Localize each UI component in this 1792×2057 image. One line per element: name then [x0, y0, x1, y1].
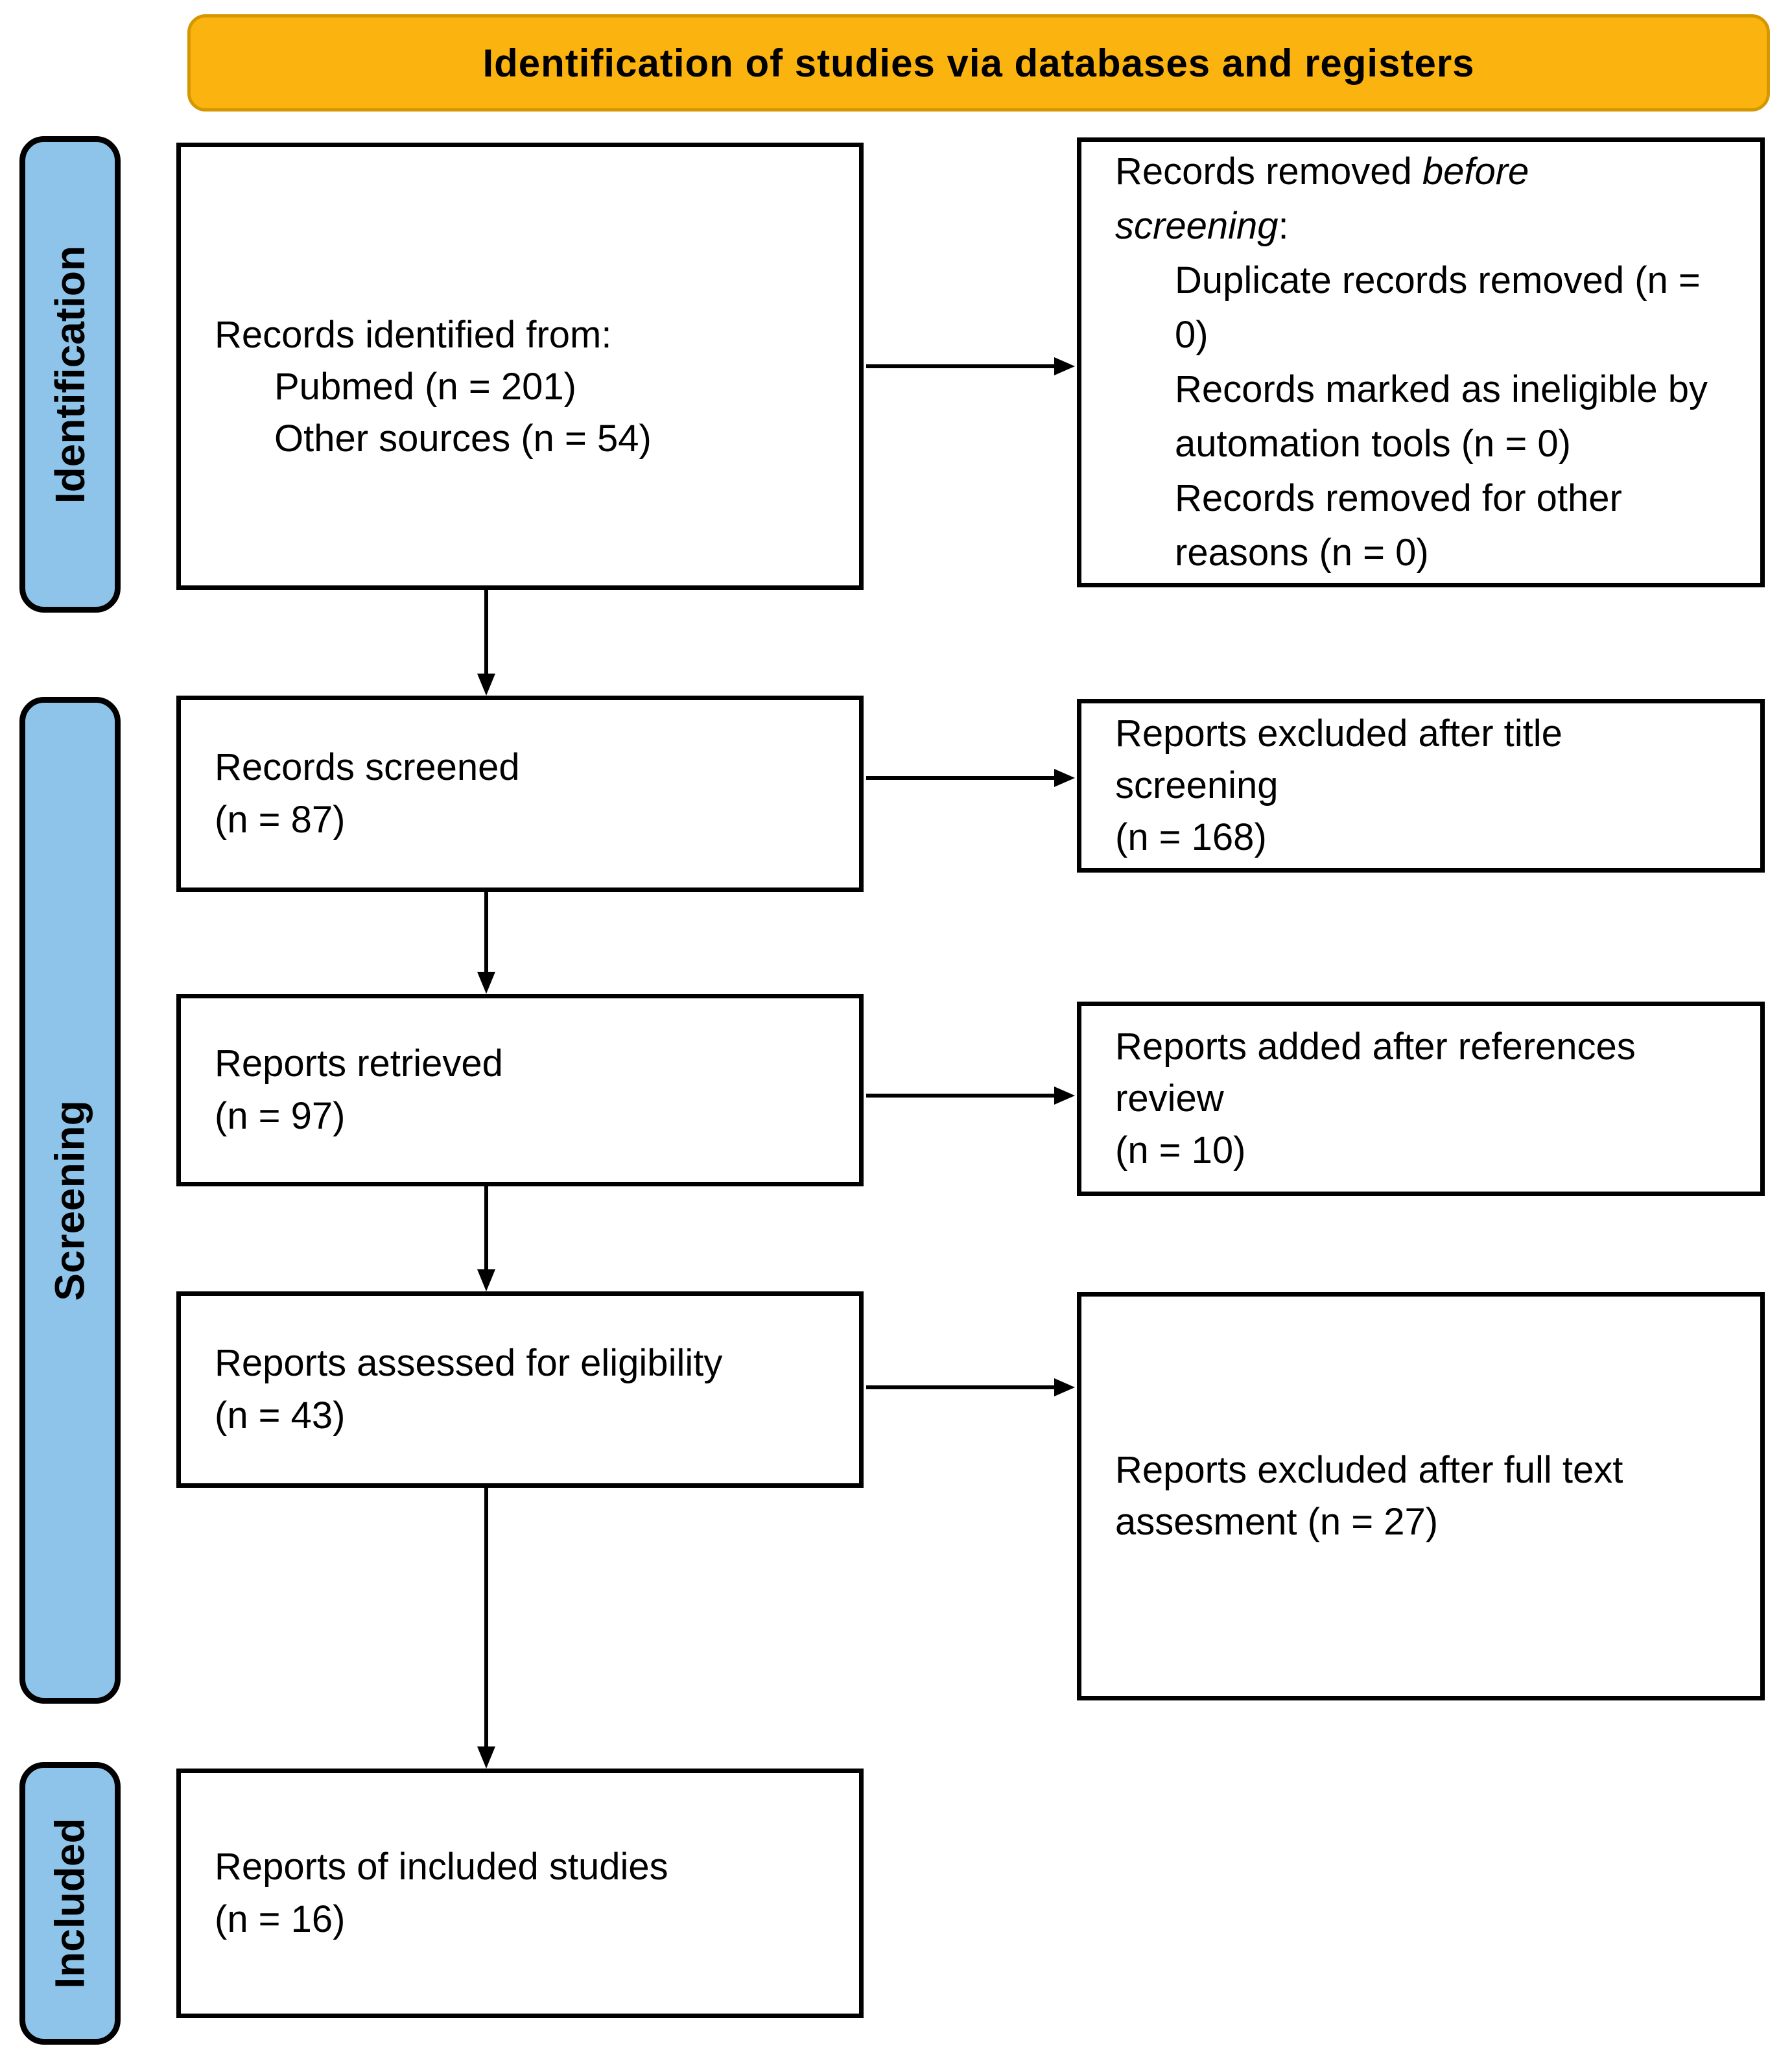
reports-included-label: Reports of included studies — [215, 1846, 668, 1888]
arrow-identified-to-removed-head-icon — [1054, 357, 1075, 375]
reports-assessed-count: (n = 43) — [215, 1394, 346, 1437]
stage-identification-label: Identification — [47, 245, 93, 504]
reports-included-box: Reports of included studies (n = 16) — [176, 1769, 864, 2018]
diagram-title: Identification of studies via databases … — [482, 41, 1475, 85]
reports-added-references-label: Reports added after references review — [1115, 1025, 1636, 1120]
reports-assessed-label: Reports assessed for eligibility — [215, 1342, 723, 1385]
stage-included-label: Included — [47, 1818, 93, 1989]
arrow-identified-to-screened-head-icon — [477, 674, 495, 696]
arrow-screened-to-excluded-head-icon — [1054, 769, 1075, 787]
records-removed-box: Records removed before screening: Duplic… — [1077, 137, 1765, 587]
stage-identification: Identification — [19, 136, 121, 613]
records-identified-source-pubmed: Pubmed (n = 201) — [274, 365, 576, 408]
arrow-screened-to-retrieved-line — [484, 892, 488, 972]
reports-added-references-count: (n = 10) — [1115, 1129, 1246, 1172]
arrow-retrieved-to-references-line — [866, 1094, 1058, 1098]
arrow-assessed-to-excluded-line — [866, 1385, 1058, 1389]
arrow-assessed-to-excluded-head-icon — [1054, 1378, 1075, 1396]
reports-added-references-box: Reports added after references review (n… — [1077, 1002, 1765, 1196]
records-identified-source-other: Other sources (n = 54) — [274, 417, 652, 460]
records-removed-item-other: Records removed for other reasons (n = 0… — [1175, 477, 1622, 574]
records-removed-item-duplicates: Duplicate records removed (n = 0) — [1175, 259, 1701, 356]
reports-excluded-title-label: Reports excluded after title screening — [1115, 712, 1562, 806]
reports-retrieved-box: Reports retrieved (n = 97) — [176, 994, 864, 1186]
arrow-screened-to-retrieved-head-icon — [477, 972, 495, 994]
records-removed-heading-line1: Records removed before — [1115, 150, 1529, 193]
arrow-identified-to-removed-line — [866, 364, 1058, 368]
reports-retrieved-label: Reports retrieved — [215, 1042, 503, 1085]
records-removed-heading-line2: screening: — [1115, 204, 1289, 247]
arrow-assessed-to-included-head-icon — [477, 1746, 495, 1769]
arrow-retrieved-to-references-head-icon — [1054, 1087, 1075, 1105]
reports-assessed-box: Reports assessed for eligibility (n = 43… — [176, 1291, 864, 1488]
stage-screening: Screening — [19, 697, 121, 1704]
stage-included: Included — [19, 1762, 121, 2045]
arrow-retrieved-to-assessed-line — [484, 1186, 488, 1269]
records-identified-box: Records identified from: Pubmed (n = 201… — [176, 143, 864, 590]
reports-excluded-title-box: Reports excluded after title screening (… — [1077, 699, 1765, 873]
records-identified-intro: Records identified from: — [215, 313, 612, 356]
reports-retrieved-count: (n = 97) — [215, 1094, 346, 1137]
arrow-retrieved-to-assessed-head-icon — [477, 1269, 495, 1291]
records-screened-box: Records screened (n = 87) — [176, 696, 864, 892]
reports-excluded-fulltext-label: Reports excluded after full text assesme… — [1115, 1448, 1623, 1543]
records-screened-count: (n = 87) — [215, 798, 346, 841]
records-removed-item-automation: Records marked as ineligible by automati… — [1175, 368, 1708, 465]
stage-screening-label: Screening — [47, 1099, 93, 1301]
reports-excluded-fulltext-box: Reports excluded after full text assesme… — [1077, 1292, 1765, 1700]
title-banner: Identification of studies via databases … — [187, 14, 1770, 112]
arrow-assessed-to-included-line — [484, 1488, 488, 1746]
reports-excluded-title-count: (n = 168) — [1115, 816, 1267, 859]
records-screened-label: Records screened — [215, 746, 520, 789]
arrow-identified-to-screened-line — [484, 590, 488, 674]
reports-included-count: (n = 16) — [215, 1898, 346, 1940]
arrow-screened-to-excluded-line — [866, 776, 1058, 780]
